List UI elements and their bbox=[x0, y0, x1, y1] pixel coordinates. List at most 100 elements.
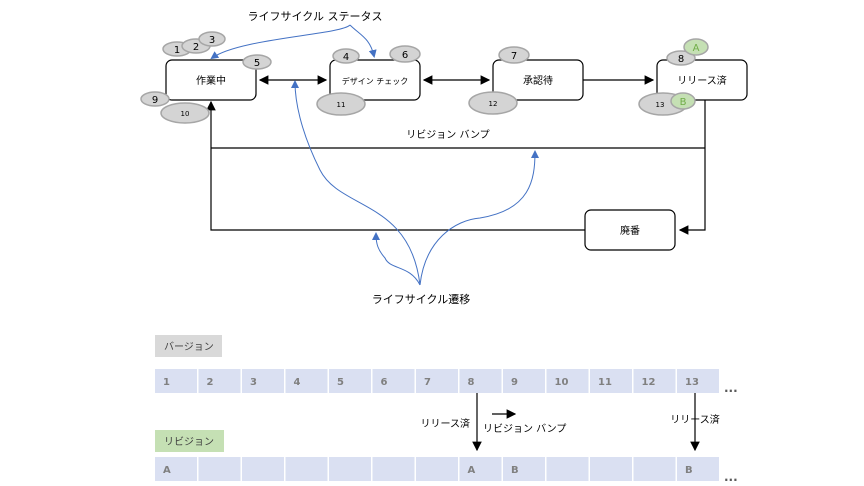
version-header bbox=[155, 335, 222, 357]
revision-cell bbox=[155, 457, 197, 481]
version-cell bbox=[155, 369, 197, 393]
svg-text:9: 9 bbox=[152, 95, 158, 106]
version-cell-text: 11 bbox=[598, 377, 612, 388]
revision-cell bbox=[546, 457, 589, 481]
svg-text:8: 8 bbox=[678, 54, 684, 65]
svg-text:6: 6 bbox=[402, 50, 408, 61]
revision-bump-timeline-label: リビジョン バンプ bbox=[483, 423, 566, 435]
state-released-label: リリース済 bbox=[677, 74, 727, 87]
version-cell bbox=[372, 369, 415, 393]
revision-cell-text: B bbox=[685, 465, 693, 476]
version-cell-text: 8 bbox=[468, 377, 475, 388]
svg-text:12: 12 bbox=[489, 100, 498, 108]
marker-10 bbox=[160, 102, 210, 124]
version-cell bbox=[416, 369, 458, 393]
revision-cell bbox=[590, 457, 632, 481]
state-design-check bbox=[329, 59, 421, 101]
revision-cell bbox=[329, 457, 371, 481]
version-cell-text: 13 bbox=[685, 377, 699, 388]
svg-text:10: 10 bbox=[181, 110, 190, 118]
transition-arrow-3 bbox=[372, 232, 421, 286]
svg-text:7: 7 bbox=[511, 51, 517, 62]
lifecycle-transition-title: ライフサイクル遷移 bbox=[372, 293, 470, 306]
version-cell-text: 6 bbox=[381, 377, 388, 388]
status-arrow-1 bbox=[210, 24, 351, 60]
marker-5 bbox=[242, 54, 272, 70]
svg-text:2: 2 bbox=[193, 42, 199, 53]
state-design-check-label: デザイン チェック bbox=[342, 76, 409, 86]
revision-cell bbox=[503, 457, 545, 481]
revision-cell bbox=[416, 457, 458, 481]
marker-6 bbox=[389, 45, 421, 63]
revision-ellipsis: ... bbox=[724, 470, 738, 484]
version-markers: 1 2 3 5 4 6 7 8 9 10 11 12 13 A B bbox=[140, 31, 709, 124]
revision-header-label: リビジョン bbox=[164, 436, 214, 448]
version-cell-text: 10 bbox=[555, 377, 569, 388]
revision-cell bbox=[633, 457, 676, 481]
version-cell-text: 3 bbox=[250, 377, 257, 388]
status-arrow-2 bbox=[349, 24, 377, 58]
svg-text:3: 3 bbox=[209, 35, 215, 46]
version-cell-text: 9 bbox=[511, 377, 518, 388]
marker-3 bbox=[198, 31, 226, 47]
svg-text:1: 1 bbox=[174, 45, 180, 56]
version-cell bbox=[285, 369, 328, 393]
state-released bbox=[656, 59, 748, 101]
revision-cell bbox=[372, 457, 415, 481]
version-cell-text: 12 bbox=[642, 377, 656, 388]
version-cell-text: 1 bbox=[163, 377, 170, 388]
state-obsolete-label: 廃番 bbox=[620, 224, 640, 237]
version-cell-text: 2 bbox=[207, 377, 214, 388]
released-to-obsolete-line bbox=[678, 100, 706, 235]
marker-4 bbox=[332, 48, 360, 64]
marker-7 bbox=[498, 46, 530, 64]
revision-bump-label: リビジョン バンプ bbox=[406, 129, 489, 141]
state-wip-label: 作業中 bbox=[196, 74, 226, 87]
version-cell bbox=[329, 369, 371, 393]
released-label-1: リリース済 bbox=[421, 417, 471, 430]
version-cell-text: 5 bbox=[337, 377, 344, 388]
version-cell bbox=[198, 369, 241, 393]
revision-cell-text: A bbox=[163, 465, 171, 476]
transition-arrow-2 bbox=[419, 150, 539, 286]
revision-cell bbox=[285, 457, 328, 481]
transition-arrow-1 bbox=[291, 80, 421, 286]
version-cell bbox=[633, 369, 676, 393]
revision-marker-b bbox=[670, 92, 696, 110]
revision-cell bbox=[242, 457, 284, 481]
svg-text:A: A bbox=[693, 43, 700, 54]
revision-cell-text: B bbox=[511, 465, 519, 476]
released-label-2: リリース済 bbox=[670, 413, 720, 426]
marker-9 bbox=[140, 91, 170, 107]
svg-text:13: 13 bbox=[656, 101, 665, 109]
version-cell bbox=[546, 369, 589, 393]
state-approval-label: 承認待 bbox=[523, 74, 553, 87]
obsolete-to-wip-line bbox=[206, 100, 585, 231]
version-cell-text: 7 bbox=[424, 377, 431, 388]
revision-marker-a bbox=[683, 38, 709, 56]
svg-text:5: 5 bbox=[254, 58, 260, 69]
svg-text:11: 11 bbox=[337, 101, 346, 109]
version-cell bbox=[503, 369, 545, 393]
version-cell bbox=[590, 369, 632, 393]
revision-header bbox=[155, 430, 224, 452]
state-obsolete bbox=[584, 209, 676, 251]
version-cell bbox=[677, 369, 719, 393]
version-cell-text: 4 bbox=[294, 377, 301, 388]
marker-12 bbox=[468, 91, 518, 115]
version-cell bbox=[459, 369, 502, 393]
lifecycle-status-title: ライフサイクル ステータス bbox=[248, 10, 383, 23]
revision-cell-text: A bbox=[468, 465, 476, 476]
state-wip bbox=[165, 59, 257, 101]
svg-text:4: 4 bbox=[343, 52, 349, 63]
marker-11 bbox=[316, 92, 366, 116]
svg-text:B: B bbox=[680, 97, 687, 108]
version-cell bbox=[242, 369, 284, 393]
version-ellipsis: ... bbox=[724, 381, 738, 395]
marker-8 bbox=[666, 50, 696, 66]
revision-cell bbox=[677, 457, 719, 481]
revision-cell bbox=[198, 457, 241, 481]
